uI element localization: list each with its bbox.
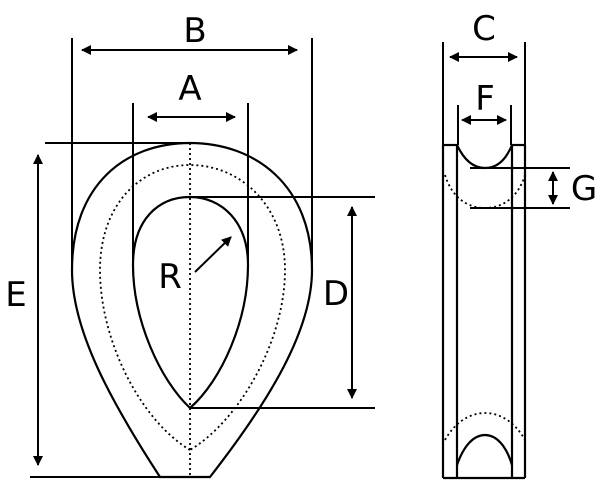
label-b: B	[183, 11, 206, 51]
bottom-groove-hidden-arc	[444, 412, 526, 441]
front-view: B A E D R	[5, 11, 375, 479]
top-groove-arc	[456, 144, 514, 170]
label-f: F	[475, 79, 495, 119]
label-r: R	[158, 257, 182, 297]
outer-profile	[70, 141, 314, 479]
label-c: C	[472, 9, 496, 49]
label-d: D	[323, 274, 349, 314]
label-a: A	[178, 69, 201, 109]
label-e: E	[5, 275, 26, 315]
groove-centerline-profile	[99, 164, 286, 452]
bottom-groove-arc	[455, 433, 514, 466]
side-view: C F G	[441, 9, 597, 480]
label-g: G	[571, 169, 597, 209]
radius-r-arrow	[194, 236, 232, 273]
